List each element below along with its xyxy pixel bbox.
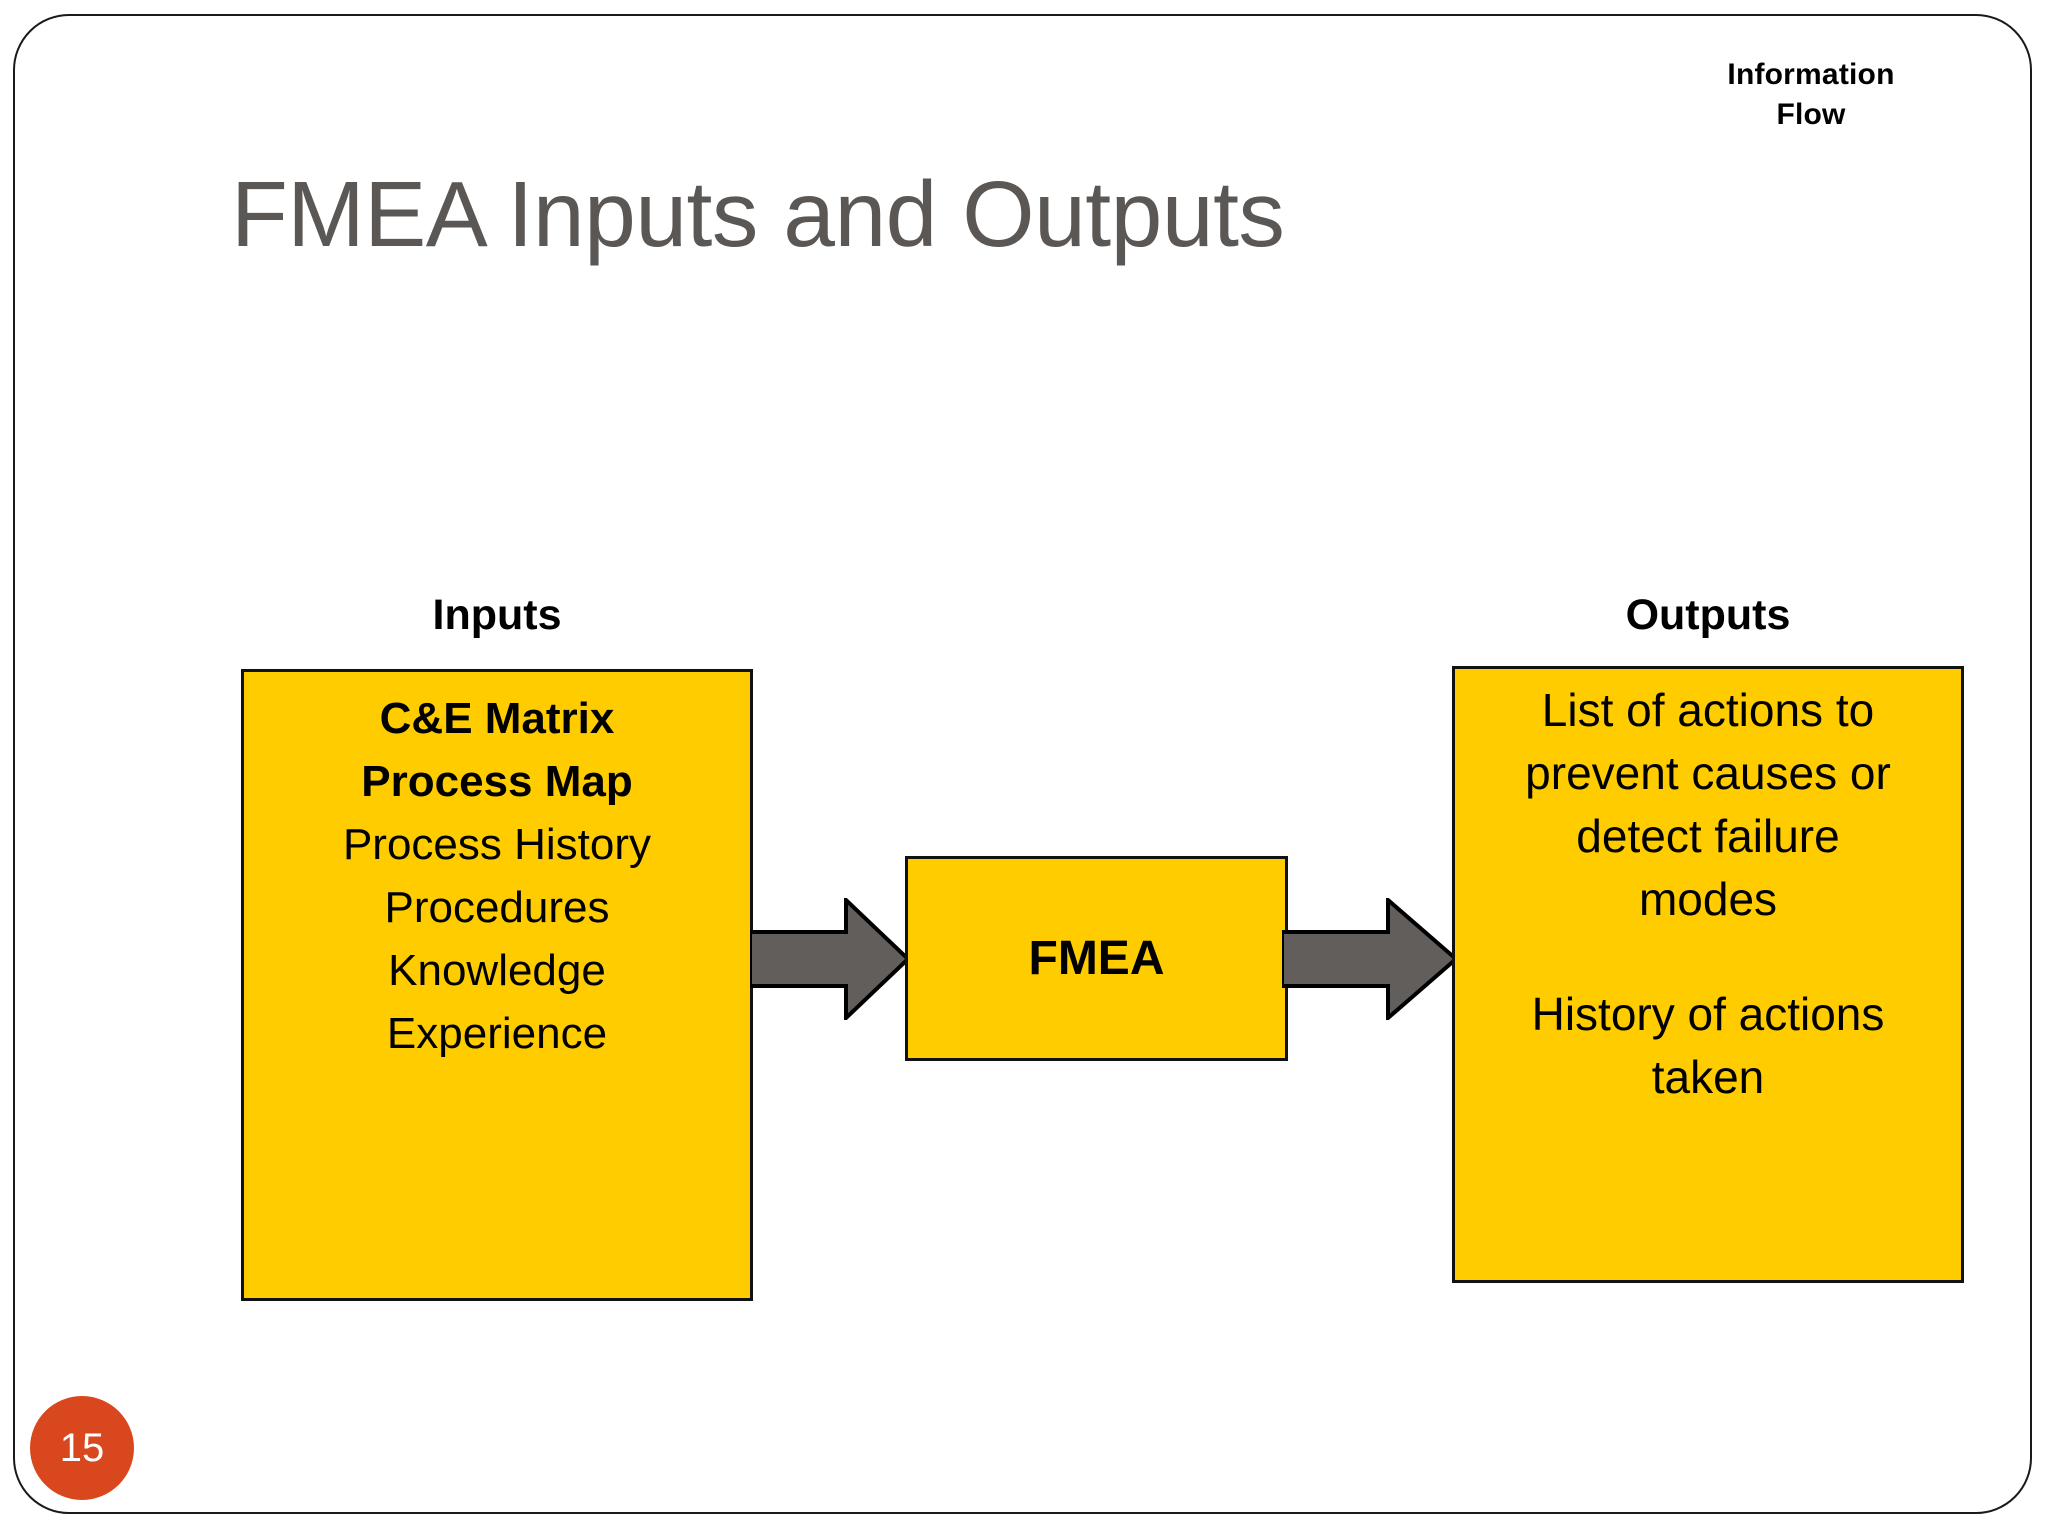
page-title: FMEA Inputs and Outputs — [231, 162, 1285, 266]
arrow-fmea-to-outputs-icon — [1280, 895, 1460, 1023]
inputs-line-process-history: Process History — [342, 819, 652, 869]
inputs-line-knowledge: Knowledge — [388, 945, 606, 995]
fmea-process-box: FMEA — [905, 856, 1288, 1061]
inputs-line-procedures: Procedures — [384, 882, 610, 932]
page-number: 15 — [59, 1426, 105, 1470]
inputs-line-ce-matrix: C&E Matrix — [379, 694, 615, 743]
inputs-box: C&E Matrix Process Map Process History P… — [241, 669, 753, 1301]
outputs-line-3: detect failure — [1576, 810, 1840, 863]
outputs-line-6: taken — [1651, 1051, 1765, 1104]
slide-frame-border — [13, 14, 2032, 1514]
fmea-label: FMEA — [1028, 931, 1165, 985]
inputs-heading: Inputs — [432, 591, 562, 639]
outputs-line-1: List of actions to — [1541, 684, 1875, 736]
outputs-line-4: modes — [1638, 873, 1778, 926]
outputs-line-5: History of actions — [1531, 988, 1885, 1041]
page-number-badge: 15 — [30, 1396, 134, 1500]
running-header-line-1: Information — [1727, 58, 1895, 91]
outputs-heading: Outputs — [1625, 591, 1791, 639]
arrow-inputs-to-fmea-icon — [748, 895, 911, 1023]
inputs-line-experience: Experience — [386, 1008, 608, 1058]
outputs-box: List of actions to prevent causes or det… — [1452, 666, 1964, 1283]
outputs-line-2: prevent causes or — [1525, 747, 1891, 800]
inputs-line-process-map: Process Map — [361, 756, 633, 806]
running-header-line-2: Flow — [1776, 97, 1846, 131]
running-header: Information Flow — [1646, 55, 1976, 135]
